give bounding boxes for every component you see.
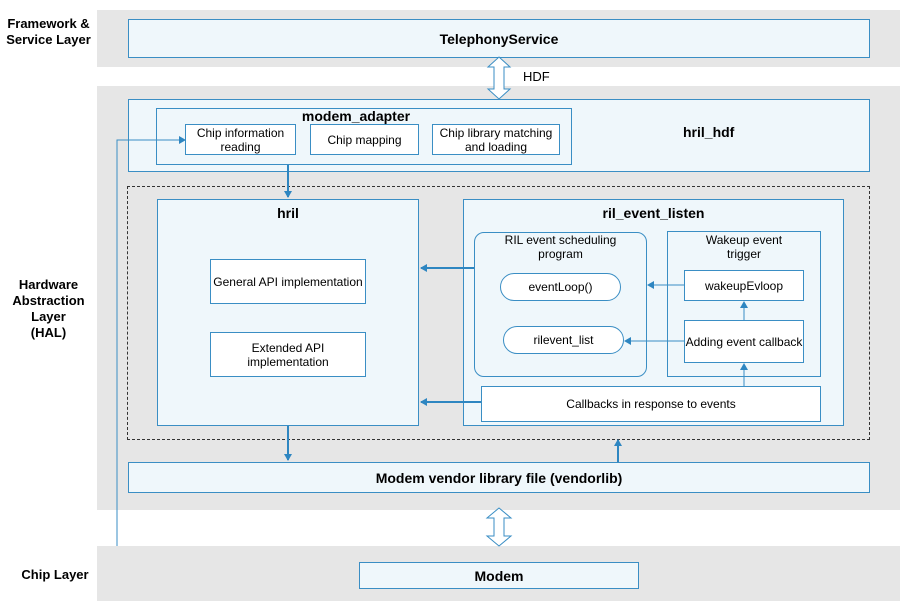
vendorlib-box: Modem vendor library file (vendorlib) xyxy=(128,462,870,493)
ril-event-listen-title: ril_event_listen xyxy=(602,205,705,221)
ril-scheduling-title: RIL event scheduling program xyxy=(504,233,617,261)
modem-to-chip-info-line xyxy=(116,136,186,546)
chip-mapping-box: Chip mapping xyxy=(310,124,419,155)
hal-layer-label: Hardware Abstraction Layer (HAL) xyxy=(12,277,85,340)
wakeup-trigger-title: Wakeup event trigger xyxy=(705,233,783,261)
hdf-label: HDF xyxy=(523,69,550,84)
hril-dashed-region xyxy=(127,186,870,440)
hdf-double-arrow xyxy=(486,56,512,100)
event-loop-pill: eventLoop() xyxy=(500,273,621,301)
callbacks-box: Callbacks in response to events xyxy=(481,386,821,422)
general-api-box: General API implementation xyxy=(210,259,366,304)
rilevent-list-pill: rilevent_list xyxy=(503,326,624,354)
chip-library-loading-box: Chip library matching and loading xyxy=(432,124,560,155)
chip-info-reading-box: Chip information reading xyxy=(185,124,296,155)
hril-hdf-title: hril_hdf xyxy=(683,124,735,140)
adding-event-callback-box: Adding event callback xyxy=(684,320,804,363)
framework-layer-label: Framework & Service Layer xyxy=(6,16,91,47)
telephony-service-box: TelephonyService xyxy=(128,19,870,58)
modem-adapter-title: modem_adapter xyxy=(301,108,411,124)
modem-box: Modem xyxy=(359,562,639,589)
hril-title: hril xyxy=(277,205,299,221)
extended-api-box: Extended API implementation xyxy=(210,332,366,377)
wakeup-evloop-box: wakeupEvloop xyxy=(684,270,804,301)
chip-hal-double-arrow xyxy=(485,507,513,547)
chip-layer-label: Chip Layer xyxy=(21,567,89,582)
hril-box xyxy=(157,199,419,426)
